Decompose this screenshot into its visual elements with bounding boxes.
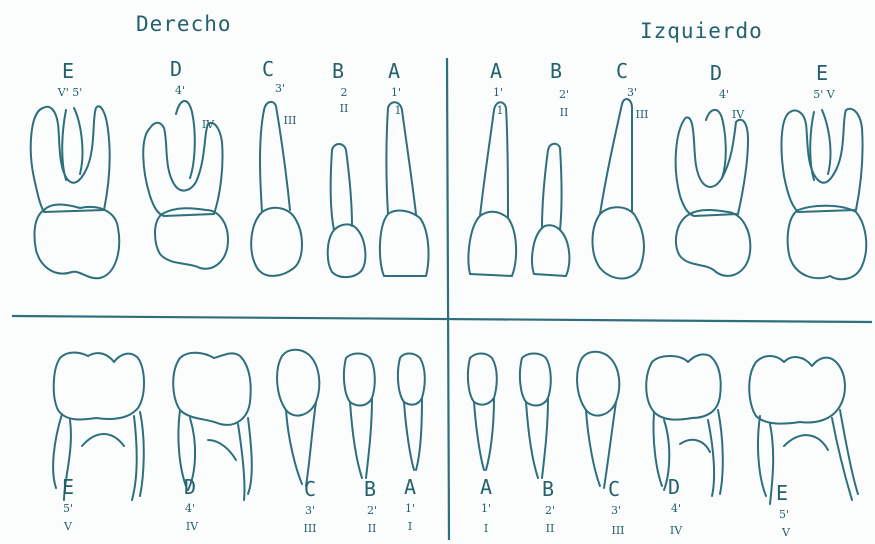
lower-letter: D xyxy=(668,475,680,499)
upper-roman: 1 xyxy=(497,104,504,117)
tooth-upper-left-E xyxy=(782,109,867,279)
lower-letter: E xyxy=(62,475,74,499)
tooth-lower-left-D xyxy=(646,354,723,496)
upper-number: 1' xyxy=(493,86,503,99)
lower-number: 1' xyxy=(481,502,491,515)
lower-roman: IV xyxy=(670,524,683,537)
upper-letter: A xyxy=(388,59,400,83)
lower-roman: IV xyxy=(186,520,199,533)
lower-letter: A xyxy=(404,475,416,499)
lower-number: 5' xyxy=(779,508,789,521)
tooth-lower-right-B xyxy=(344,354,375,479)
tooth-upper-left-A xyxy=(468,102,516,276)
upper-number: 3' xyxy=(627,86,637,99)
tooth-lower-right-A xyxy=(398,354,425,471)
tooth-upper-left-B xyxy=(532,144,569,276)
tooth-upper-left-D xyxy=(676,110,751,276)
upper-number: 1' xyxy=(391,86,401,99)
upper-letter: A xyxy=(490,59,502,83)
lower-roman: II xyxy=(368,522,377,535)
lower-roman: I xyxy=(408,520,412,533)
lower-letter: D xyxy=(184,475,196,499)
upper-number: 5' V xyxy=(813,88,836,101)
upper-number: 3' xyxy=(275,82,285,95)
upper-roman: III xyxy=(283,114,296,127)
lower-number: 1' xyxy=(405,502,415,515)
tooth-lower-left-E xyxy=(749,356,858,504)
upper-roman: II xyxy=(560,106,569,119)
lower-labels: E 5' V D 4' IV C 3' III B 2' II A 1' I A… xyxy=(62,475,791,539)
upper-letter: E xyxy=(62,59,74,83)
upper-number: 4' xyxy=(175,84,185,97)
lower-roman: I xyxy=(484,522,488,535)
upper-roman: II xyxy=(340,102,349,115)
lower-roman: III xyxy=(303,522,316,535)
upper-letter: B xyxy=(332,59,344,83)
lower-letter: C xyxy=(608,477,620,501)
lower-roman: V xyxy=(781,526,791,539)
upper-roman: III xyxy=(635,108,648,121)
lower-number: 2' xyxy=(367,504,377,517)
upper-number: 2' xyxy=(559,88,569,101)
upper-letter: D xyxy=(170,57,182,81)
lower-number: 4' xyxy=(671,502,681,515)
upper-letter: E xyxy=(816,61,828,85)
tooth-lower-left-C xyxy=(577,352,619,488)
title-right: Derecho xyxy=(136,12,232,36)
vertical-divider xyxy=(447,58,449,540)
lower-letter: B xyxy=(542,477,554,501)
tooth-lower-left-B xyxy=(520,354,551,479)
tooth-upper-right-E xyxy=(31,106,119,278)
lower-roman: II xyxy=(546,522,555,535)
upper-roman: IV xyxy=(202,118,215,131)
lower-letter: A xyxy=(480,475,492,499)
tooth-lower-right-C xyxy=(277,350,319,486)
upper-letter: D xyxy=(710,61,722,85)
tooth-upper-right-B xyxy=(328,144,366,277)
lower-letter: B xyxy=(364,477,376,501)
upper-number: 2 xyxy=(341,86,348,99)
tooth-upper-left-C xyxy=(593,99,644,278)
upper-letter: C xyxy=(262,57,274,81)
upper-letter: B xyxy=(550,59,562,83)
title-left: Izquierdo xyxy=(640,19,763,43)
lower-number: 3' xyxy=(305,504,315,517)
upper-roman: IV xyxy=(732,108,745,121)
tooth-upper-right-C xyxy=(251,102,302,276)
lower-letter: E xyxy=(776,481,788,505)
tooth-upper-right-D xyxy=(143,101,228,269)
upper-letter: C xyxy=(616,59,628,83)
lower-roman: V xyxy=(63,520,73,533)
tooth-upper-right-A xyxy=(380,102,429,276)
lower-number: 4' xyxy=(185,502,195,515)
upper-number: V' 5' xyxy=(57,86,83,99)
upper-number: 4' xyxy=(719,88,729,101)
lower-letter: C xyxy=(304,477,316,501)
lower-roman: III xyxy=(611,524,624,537)
horizontal-divider xyxy=(12,316,872,322)
lower-number: 5' xyxy=(63,502,73,515)
tooth-lower-left-A xyxy=(468,354,497,471)
lower-number: 3' xyxy=(611,504,621,517)
upper-roman: 1 xyxy=(395,104,402,117)
lower-number: 2' xyxy=(545,504,555,517)
